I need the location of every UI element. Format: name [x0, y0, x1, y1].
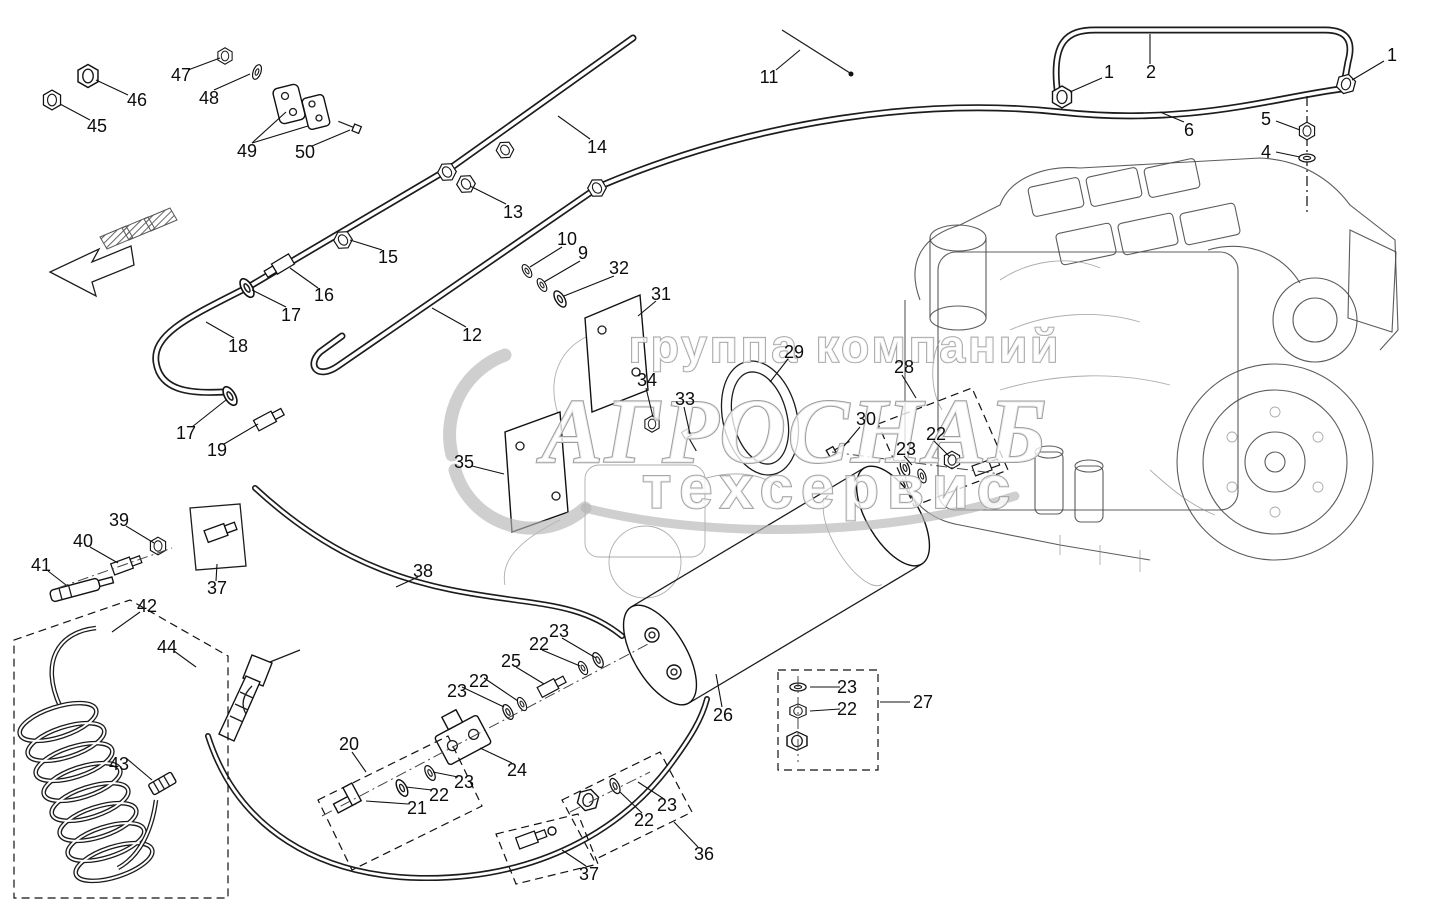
part-number-label: 41: [30, 555, 52, 575]
part-number-label: 47: [170, 65, 192, 85]
part-number-label: 23: [656, 795, 678, 815]
part-number-label: 37: [206, 578, 228, 598]
part-number-label: 38: [412, 561, 434, 581]
part-number-label: 22: [468, 671, 490, 691]
part-number-label: 21: [406, 798, 428, 818]
part-number-label: 2: [1145, 62, 1157, 82]
part-number-label: 23: [453, 772, 475, 792]
part-number-label: 31: [650, 284, 672, 304]
part-number-label: 23: [548, 621, 570, 641]
part-number-label: 22: [528, 634, 550, 654]
part-number-label: 39: [108, 510, 130, 530]
part-number-label: 28: [893, 357, 915, 377]
engine-illustration: [904, 157, 1399, 572]
part-number-label: 1: [1103, 62, 1115, 82]
part-number-label: 30: [855, 409, 877, 429]
part-number-label: 1: [1386, 45, 1398, 65]
part-number-label: 17: [175, 423, 197, 443]
part-number-label: 49: [236, 141, 258, 161]
part-number-label: 25: [500, 651, 522, 671]
part-number-label: 13: [502, 202, 524, 222]
part-number-label: 5: [1260, 109, 1272, 129]
part-number-label: 32: [608, 258, 630, 278]
part-number-label: 15: [377, 247, 399, 267]
group-box-37-bottom: [495, 813, 599, 885]
watermark-line3: техсервис: [642, 454, 1018, 521]
part-number-label: 27: [912, 692, 934, 712]
watermark: группа компаний АГРОСНАБ техсервис: [443, 319, 1062, 535]
part-number-label: 16: [313, 285, 335, 305]
part-number-label: 45: [86, 116, 108, 136]
part-number-label: 20: [338, 734, 360, 754]
part-number-label: 22: [925, 424, 947, 444]
group-box-20: [317, 735, 483, 871]
part-number-label: 11: [759, 67, 779, 87]
air-tank: [622, 465, 931, 706]
part-number-label: 14: [586, 137, 608, 157]
group-box-27: [777, 669, 879, 771]
part-number-label: 29: [783, 342, 805, 362]
part-number-label: 37: [578, 864, 600, 884]
part-number-label: 22: [836, 699, 858, 719]
group-box-36: [561, 751, 693, 861]
direction-arrow: [48, 207, 178, 298]
part-number-label: 4: [1260, 142, 1272, 162]
coil-end-fitting: [148, 771, 177, 796]
part-number-label: 50: [294, 142, 316, 162]
group-box-37-top: [189, 503, 247, 571]
part-number-label: 44: [156, 637, 178, 657]
group-box-28: [877, 387, 1009, 507]
group-box-42: [13, 599, 229, 899]
part-number-label: 12: [461, 325, 483, 345]
part-number-label: 24: [506, 760, 528, 780]
part-number-label: 26: [712, 705, 734, 725]
blow-gun: [218, 649, 301, 742]
watermark-line1: группа компаний: [629, 320, 1062, 372]
group-boxes: [13, 387, 1009, 899]
part-number-label: 43: [108, 754, 130, 774]
part-number-label: 34: [636, 370, 658, 390]
part-number-label: 35: [453, 452, 475, 472]
part-number-label: 23: [895, 439, 917, 459]
mounting-brackets: [504, 293, 853, 533]
part-number-label: 36: [693, 844, 715, 864]
part-number-label: 18: [227, 336, 249, 356]
part-number-label: 17: [280, 305, 302, 325]
part-number-label: 19: [206, 440, 228, 460]
part-number-label: 6: [1183, 120, 1195, 140]
part-number-label: 10: [556, 229, 578, 249]
part-number-label: 22: [428, 785, 450, 805]
part-number-label: 42: [136, 596, 158, 616]
part-number-label: 9: [577, 243, 589, 263]
part-number-label: 46: [126, 90, 148, 110]
part-number-label: 23: [446, 681, 468, 701]
part-number-label: 40: [72, 531, 94, 551]
part-number-label: 22: [633, 810, 655, 830]
part-number-label: 48: [198, 88, 220, 108]
leader-lines: [47, 34, 1385, 867]
part-number-label: 33: [674, 389, 696, 409]
watermark-line2: АГРОСНАБ: [536, 380, 1048, 482]
part-number-label: 23: [836, 677, 858, 697]
coiled-hose: [17, 628, 177, 884]
